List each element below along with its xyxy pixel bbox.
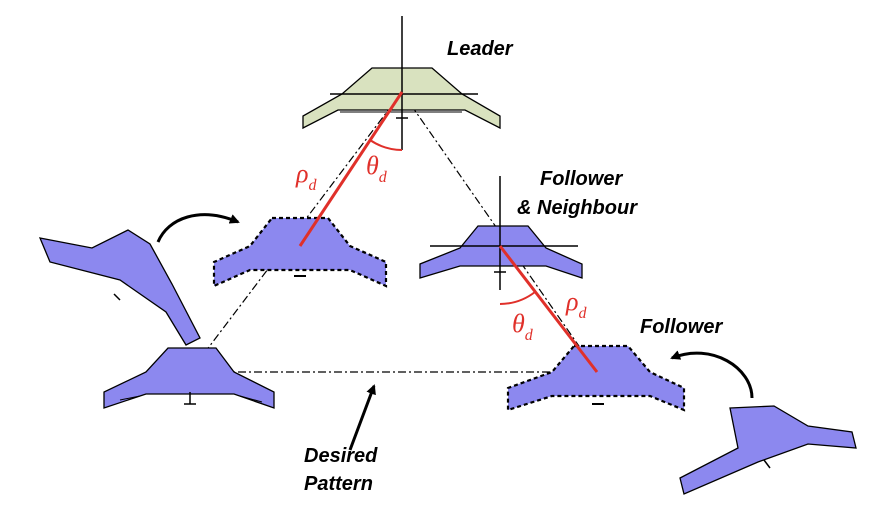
curved-arrow-left xyxy=(156,213,240,243)
desired-pattern-label-line1: Desired xyxy=(304,445,378,467)
target-follower-left xyxy=(212,216,388,288)
follower-label: Follower xyxy=(640,316,723,338)
follower-neighbour-label-line2: & Neighbour xyxy=(517,197,638,219)
curved-arrow-right xyxy=(670,350,754,399)
rho-label-right: ρd xyxy=(565,287,587,322)
pattern-lines xyxy=(189,91,598,373)
neighbour-aircraft xyxy=(419,176,583,290)
target-follower-right xyxy=(506,344,686,412)
leader-label: Leader xyxy=(447,38,514,60)
tilted-aircraft-left xyxy=(38,229,201,346)
rho-label-left: ρd xyxy=(295,159,317,194)
aircraft-bottom-left xyxy=(103,347,275,409)
angle-arc-left xyxy=(369,139,403,151)
relation-line-right xyxy=(498,245,599,373)
pattern-pointer-arrow xyxy=(348,384,376,451)
theta-label-left: θd xyxy=(366,151,388,186)
pattern-line-right xyxy=(401,91,598,373)
theta-label-right: θd xyxy=(512,309,534,344)
tilted-aircraft-right xyxy=(679,405,857,495)
leader-aircraft xyxy=(302,16,501,150)
follower-neighbour-label-line1: Follower xyxy=(540,168,623,190)
desired-pattern-label-line2: Pattern xyxy=(304,473,373,495)
angle-arc-right xyxy=(499,291,536,305)
relation-line-left xyxy=(298,91,404,247)
pattern-line-left xyxy=(189,91,403,373)
